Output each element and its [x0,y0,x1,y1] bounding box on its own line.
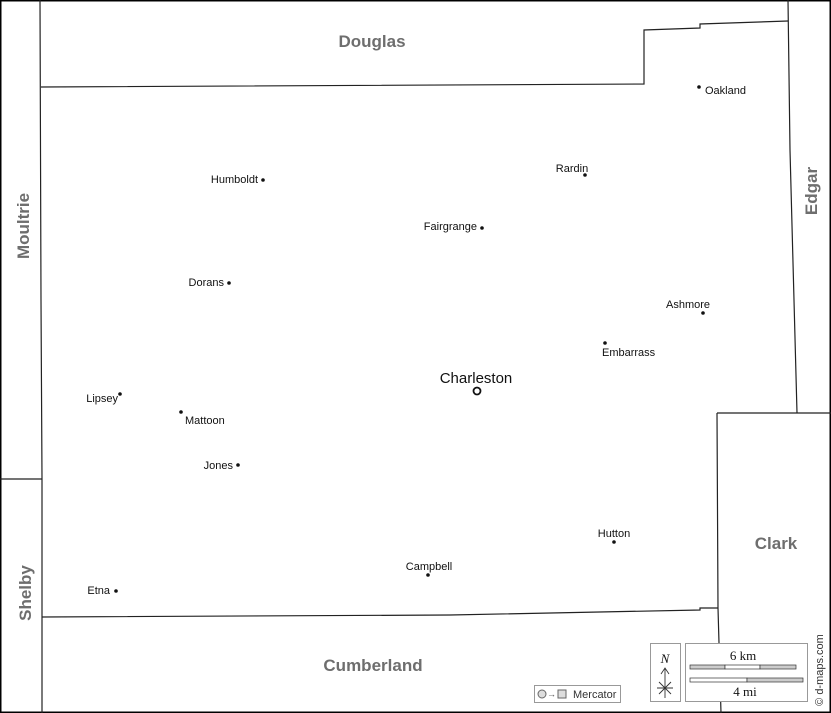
county-seat-charleston: Charleston [440,370,513,396]
town-label-rardin: Rardin [556,163,588,175]
county-label-clark: Clark [755,534,798,553]
town-dot-campbell [426,573,430,577]
boundary-east-edgar [787,0,798,414]
county-label-cumberland: Cumberland [323,656,422,675]
north-arrow: N [650,643,681,702]
town-markers [114,85,705,593]
county-seat-marker-icon [472,386,482,396]
globe-icon [537,689,547,699]
county-label-douglas: Douglas [338,32,405,51]
town-label-campbell: Campbell [406,561,452,573]
town-dot-mattoon [179,410,183,414]
town-dot-ashmore [701,311,705,315]
north-label: N [660,651,671,666]
county-label-shelby: Shelby [16,565,35,621]
projection-legend: → Mercator [534,685,621,703]
scale-km-label: 6 km [730,648,756,663]
town-label-embarrass: Embarrass [602,347,656,359]
county-label-moultrie: Moultrie [14,193,33,259]
town-label-lipsey: Lipsey [86,393,118,405]
town-label-dorans: Dorans [189,277,225,289]
town-label: Charleston [440,370,513,387]
town-dot-oakland [697,85,701,89]
boundary-north [40,20,789,88]
town-dot-etna [114,589,118,593]
town-label-fairgrange: Fairgrange [424,221,477,233]
town-dot-lipsey [118,392,122,396]
credit-label: © d-maps.com [814,634,826,706]
projection-label: Mercator [573,689,617,701]
town-dot-hutton [612,540,616,544]
town-dot-fairgrange [480,226,484,230]
town-dot-rardin [583,173,587,177]
town-dot-embarrass [603,341,607,345]
scale-bar: 6 km 4 mi [685,643,808,702]
town-dot-dorans [227,281,231,285]
town-label-hutton: Hutton [598,528,630,540]
town-label-mattoon: Mattoon [185,415,225,427]
town-label-humboldt: Humboldt [211,174,258,186]
flat-map-icon [557,689,567,699]
county-label-edgar: Edgar [802,167,821,216]
town-label-ashmore: Ashmore [666,299,710,311]
town-label-jones: Jones [204,460,234,472]
boundary-south [41,607,718,618]
compass-icon [657,667,673,698]
town-label-oakland: Oakland [705,85,746,97]
town-label-etna: Etna [87,585,111,597]
boundary-west [39,0,43,713]
scale-mi-label: 4 mi [733,684,757,699]
arrow-icon: → [547,689,556,699]
town-dot-humboldt [261,178,265,182]
town-dot-jones [236,463,240,467]
